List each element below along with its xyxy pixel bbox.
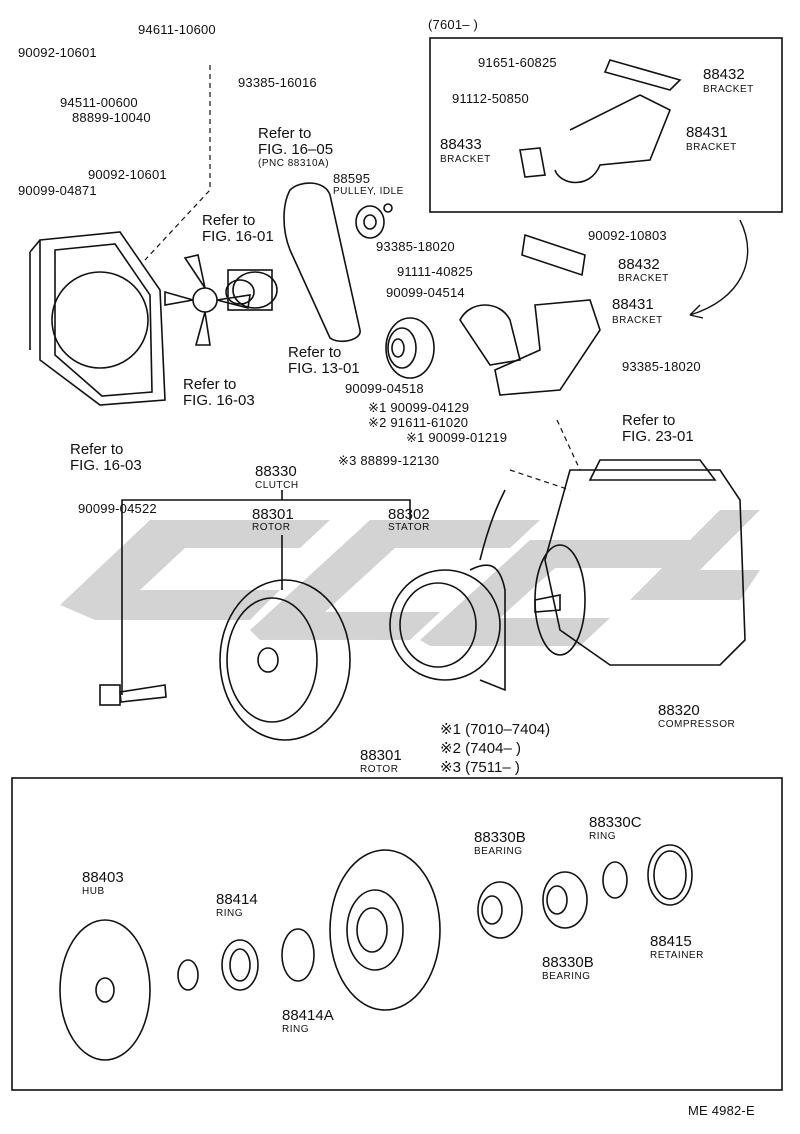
part-88330b-2-name: BEARING [542,971,591,982]
clutch-bolt [99,684,167,706]
part-88415: 88415 [650,933,692,950]
part-number-91112-50850: 91112-50850 [452,91,529,106]
ring-88414a [281,928,315,982]
part-88330b-2: 88330B [542,954,594,971]
ref-fig-16-01: Refer to FIG. 16-01 [202,212,274,245]
note-2: ※2 (7404– ) [440,740,521,757]
note-3: ※3 (7511– ) [440,759,520,776]
part-number-91111-40825: 91111-40825 [397,264,473,279]
crank-pulley [385,317,435,379]
hub-plate [59,919,151,1061]
ref-fig-16-03-shroud: Refer to FIG. 16-03 [70,441,142,474]
part-number-94511-00600: 94511-00600 [60,95,138,110]
compressor-body [534,459,746,666]
rotor-detail-box [11,777,783,1091]
part-88320: 88320 [658,702,700,719]
part-number-93385-18020-b: 93385-18020 [622,359,701,374]
ref-fig-23-01: Refer to FIG. 23-01 [622,412,694,445]
part-88403-name: HUB [82,886,105,897]
part-88431-a-name: BRACKET [686,142,737,153]
part-88414a: 88414A [282,1007,334,1024]
inset-date-range: (7601– ) [428,17,479,32]
part-88330b-1-name: BEARING [474,846,523,857]
bearing-1 [477,881,523,939]
part-88302-name: STATOR [388,522,430,533]
note-1: ※1 (7010–7404) [440,721,551,738]
bearing-2 [542,871,588,929]
part-88432-a: 88432 [703,66,745,83]
part-number-90099-04871: 90099-04871 [18,183,97,198]
part-88433-name: BRACKET [440,154,491,165]
part-88301-a-name: ROTOR [252,522,291,533]
part-number-88899-10040: 88899-10040 [72,110,151,125]
part-88320-name: COMPRESSOR [658,719,736,730]
part-88414: 88414 [216,891,258,908]
part-number-93385-18020: 93385-18020 [376,239,455,254]
bracket-assembly [459,233,601,396]
part-number-90099-04514: 90099-04514 [386,285,465,300]
part-88432-b: 88432 [618,256,660,273]
part-88301-b: 88301 [360,747,402,764]
part-number-91611-61020: ※2 91611-61020 [368,415,469,430]
part-88403: 88403 [82,869,124,886]
ref-fig-16-05: Refer to FIG. 16–05 [258,125,334,158]
figure-code: ME 4982-E [688,1103,755,1118]
part-number-91651-60825: 91651-60825 [478,55,557,70]
idle-pulley [355,203,393,239]
part-number-90099-04129: ※1 90099-04129 [368,400,470,415]
part-88433: 88433 [440,136,482,153]
clutch-rotor [219,579,351,741]
stator-coil [389,489,506,692]
fan-shroud [29,231,166,406]
part-number-93385-16016: 93385-16016 [238,75,317,90]
part-number-90099-04518: 90099-04518 [345,381,424,396]
ref-fig-16-05-pnc: (PNC 88310A) [258,158,330,169]
part-number-94611-10600: 94611-10600 [138,22,216,37]
ring-88414 [221,939,259,991]
part-88330-name: CLUTCH [255,480,299,491]
fan-clutch [225,269,278,311]
part-number-88899-12130: ※3 88899-12130 [338,453,440,468]
shim-ring [177,959,199,991]
inset-bracket [519,59,682,184]
part-88301-b-name: ROTOR [360,764,399,775]
part-number-90092-10803: 90092-10803 [588,228,667,243]
part-88431-b-name: BRACKET [612,315,663,326]
inset-box-7601 [429,37,783,213]
part-88431-b: 88431 [612,296,654,313]
part-88330: 88330 [255,463,297,480]
part-88432-b-name: BRACKET [618,273,669,284]
retainer [647,844,693,906]
part-number-90099-04522: 90099-04522 [78,501,157,516]
part-88431-a: 88431 [686,124,728,141]
part-88414-name: RING [216,908,243,919]
part-88414a-name: RING [282,1024,309,1035]
rotor-pulley-detail [329,849,441,1011]
part-88330c-name: RING [589,831,616,842]
ref-fig-13-01: Refer to FIG. 13-01 [288,344,360,377]
part-88302: 88302 [388,506,430,523]
drive-belt [283,182,361,342]
part-88301-a: 88301 [252,506,294,523]
part-number-90092-10601-b: 90092-10601 [88,167,167,182]
ring-88330c [602,861,628,899]
part-88595-name: PULLEY, IDLE [333,186,404,197]
part-number-90092-10601: 90092-10601 [18,45,97,60]
part-88415-name: RETAINER [650,950,704,961]
part-88330b-1: 88330B [474,829,526,846]
ref-fig-16-03-fan: Refer to FIG. 16-03 [183,376,255,409]
clutch-group-bracket [121,499,411,695]
part-88330c: 88330C [589,814,642,831]
part-88432-a-name: BRACKET [703,84,754,95]
part-88595: 88595 [333,171,371,186]
part-number-90099-01219: ※1 90099-01219 [406,430,508,445]
